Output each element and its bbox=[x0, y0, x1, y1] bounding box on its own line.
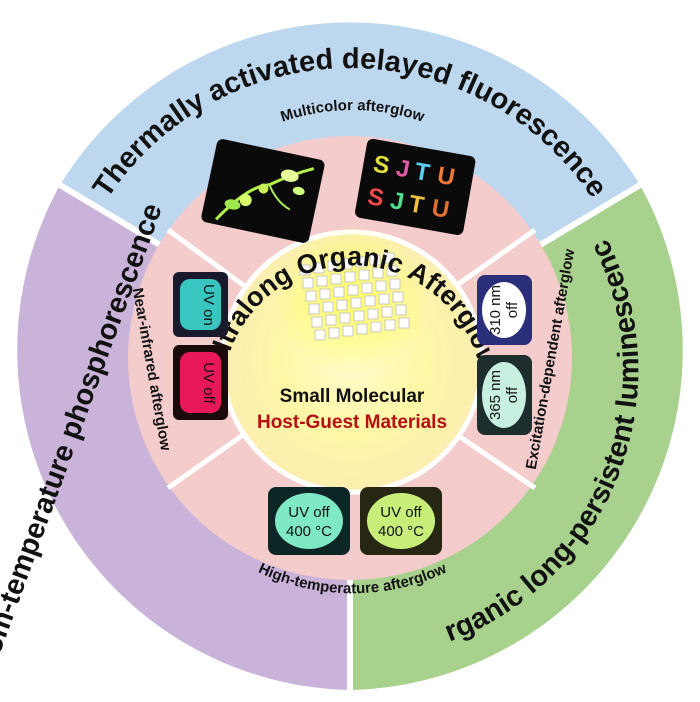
center-line-1: Small Molecular bbox=[280, 386, 425, 407]
inner-divider bbox=[448, 427, 537, 491]
lattice-cube bbox=[299, 264, 311, 276]
exc-365-label: 365 nm bbox=[487, 370, 504, 420]
lattice-cube bbox=[389, 278, 401, 290]
ht-left-label-1: UV off bbox=[288, 504, 330, 521]
lattice-cube bbox=[358, 269, 370, 281]
lattice-cube bbox=[316, 275, 328, 287]
photo-high-temp-right: UV off 400 °C bbox=[360, 487, 442, 555]
photo-plant-afterglow bbox=[201, 139, 325, 243]
lattice-cube bbox=[344, 271, 356, 283]
lattice-cube bbox=[372, 267, 384, 279]
lattice-cube bbox=[384, 319, 396, 331]
letter-s-bottom: S bbox=[366, 183, 386, 212]
nir-uv-on-label: UV on bbox=[200, 284, 217, 326]
ht-left-label-2: 400 °C bbox=[286, 523, 332, 540]
letter-t-top: T bbox=[413, 158, 432, 187]
inner-divider bbox=[166, 227, 252, 293]
lattice-cube bbox=[370, 321, 382, 333]
lattice-cube bbox=[328, 327, 340, 339]
lattice-cube bbox=[305, 290, 317, 302]
inner-divider bbox=[448, 227, 537, 293]
lattice-cube bbox=[314, 329, 326, 341]
photo-high-temp-left: UV off 400 °C bbox=[268, 487, 350, 555]
lattice-cube bbox=[369, 254, 381, 266]
lattice-cube bbox=[342, 325, 354, 337]
letter-u-top: U bbox=[435, 162, 457, 192]
center-line-2: Host-Guest Materials bbox=[257, 412, 447, 433]
ht-right-label-2: 400 °C bbox=[378, 523, 424, 540]
lattice-cube bbox=[336, 299, 348, 311]
exc-310-off-label: off bbox=[504, 301, 521, 318]
lattice-cube bbox=[333, 286, 345, 298]
lattice-cube bbox=[339, 312, 351, 324]
photo-310nm-off: 310 nm off bbox=[477, 275, 532, 345]
lattice-cube bbox=[356, 323, 368, 335]
photo-365nm-off: 365 nm off bbox=[477, 355, 532, 435]
lattice-cube bbox=[398, 317, 410, 329]
inner-divider bbox=[166, 427, 252, 491]
lattice-cube bbox=[308, 303, 320, 315]
molecular-lattice-icon bbox=[299, 252, 410, 341]
letter-j-top: J bbox=[394, 155, 412, 184]
lattice-cube bbox=[355, 256, 367, 268]
lattice-cube bbox=[347, 284, 359, 296]
lattice-cube bbox=[319, 288, 331, 300]
lattice-cube bbox=[322, 301, 334, 313]
letter-s-top: S bbox=[371, 151, 391, 180]
lattice-cube bbox=[378, 293, 390, 305]
photo-nir-uv-on: UV on bbox=[173, 272, 228, 337]
lattice-cube bbox=[313, 262, 325, 274]
lattice-cube bbox=[327, 260, 339, 272]
photo-sjtu-afterglow: S J T U S J T U bbox=[355, 138, 476, 235]
lattice-cube bbox=[392, 291, 404, 303]
lattice-cube bbox=[364, 295, 376, 307]
nir-uv-off-label: UV off bbox=[200, 362, 217, 404]
letter-t-bottom: T bbox=[407, 190, 426, 219]
lattice-cube bbox=[367, 308, 379, 320]
lattice-cube bbox=[325, 314, 337, 326]
lattice-cube bbox=[311, 316, 323, 328]
photo-nir-uv-off: UV off bbox=[173, 345, 228, 420]
lattice-cube bbox=[383, 252, 395, 264]
lattice-cube bbox=[375, 280, 387, 292]
separator-line bbox=[538, 182, 642, 248]
letter-j-bottom: J bbox=[388, 187, 406, 216]
exc-310-label: 310 nm bbox=[487, 285, 504, 335]
letter-u-bottom: U bbox=[430, 194, 452, 224]
lattice-cube bbox=[386, 265, 398, 277]
exc-365-off-label: off bbox=[504, 386, 521, 403]
ht-right-label-1: UV off bbox=[380, 504, 422, 521]
lattice-cube bbox=[381, 306, 393, 318]
outer-segment-top bbox=[60, 22, 640, 246]
lattice-cube bbox=[361, 282, 373, 294]
lattice-cube bbox=[395, 304, 407, 316]
lattice-cube bbox=[353, 310, 365, 322]
lattice-cube bbox=[302, 277, 314, 289]
separator-line bbox=[58, 182, 162, 248]
lattice-cube bbox=[341, 258, 353, 270]
lattice-cube bbox=[330, 273, 342, 285]
lattice-cube bbox=[350, 297, 362, 309]
